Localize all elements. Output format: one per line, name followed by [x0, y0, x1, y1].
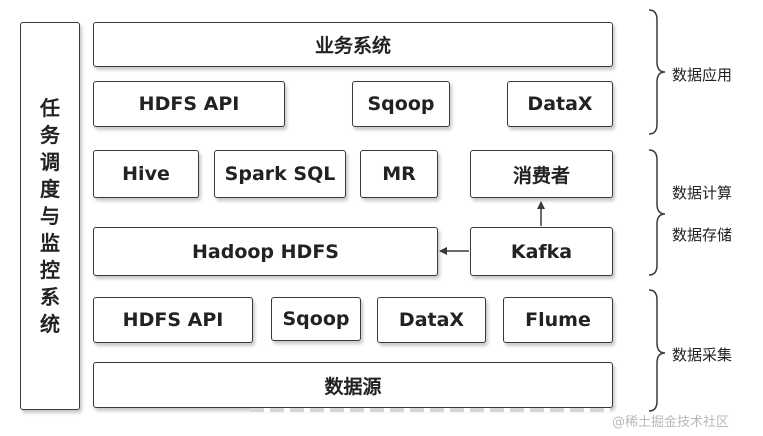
app-hdfs-api-label: HDFS API	[138, 93, 240, 115]
collect-datax-box: DataX	[377, 297, 486, 343]
business-system-box: 业务系统	[93, 22, 613, 67]
sidebar-char: 统	[40, 311, 60, 336]
app-datax-label: DataX	[527, 93, 593, 115]
consumer-label: 消费者	[512, 164, 570, 187]
consumer-box: 消费者	[470, 150, 613, 198]
hadoop-hdfs-label: Hadoop HDFS	[192, 240, 339, 263]
app-sqoop-label: Sqoop	[367, 93, 435, 115]
collect-datax-label: DataX	[398, 309, 465, 331]
spark-sql-label: Spark SQL	[224, 163, 336, 185]
data-source-box: 数据源	[93, 362, 613, 408]
task-scheduling-monitoring-box: 任 务 调 度 与 监 控 系 统	[20, 22, 80, 410]
kafka-box: Kafka	[470, 227, 613, 276]
spark-sql-box: Spark SQL	[214, 150, 346, 198]
brace-data-application	[648, 9, 666, 135]
collect-sqoop-box: Sqoop	[271, 297, 361, 341]
dashed-bleed-line	[250, 408, 610, 412]
sidebar-char: 监	[40, 230, 60, 255]
app-sqoop-box: Sqoop	[352, 81, 450, 127]
kafka-label: Kafka	[510, 240, 573, 263]
hadoop-hdfs-box: Hadoop HDFS	[93, 227, 438, 276]
app-datax-box: DataX	[507, 81, 613, 127]
sidebar-char: 系	[40, 284, 60, 309]
watermark: @稀土掘金技术社区	[612, 415, 730, 430]
collect-hdfs-api-box: HDFS API	[93, 297, 253, 343]
brace-data-compute-storage	[648, 149, 666, 276]
hive-label: Hive	[122, 163, 170, 185]
sidebar-char: 调	[40, 149, 60, 174]
collect-hdfs-api-label: HDFS API	[122, 309, 224, 331]
sidebar-char: 任	[40, 95, 60, 120]
sidebar-char: 与	[40, 203, 60, 228]
label-data-collection: 数据采集	[672, 346, 733, 364]
brace-data-collection	[648, 289, 666, 412]
mr-label: MR	[382, 163, 416, 185]
collect-sqoop-label: Sqoop	[282, 308, 350, 330]
label-data-application: 数据应用	[672, 66, 733, 84]
label-data-storage: 数据存储	[672, 226, 733, 244]
label-data-compute: 数据计算	[672, 184, 733, 202]
hive-box: Hive	[93, 150, 199, 198]
data-source-label: 数据源	[324, 375, 382, 398]
sidebar-char: 度	[40, 176, 60, 201]
sidebar-char: 控	[40, 257, 60, 282]
mr-box: MR	[360, 150, 438, 198]
flume-label: Flume	[525, 309, 591, 331]
app-hdfs-api-box: HDFS API	[93, 81, 285, 127]
business-system-label: 业务系统	[314, 35, 391, 57]
flume-box: Flume	[503, 297, 613, 343]
sidebar-char: 务	[40, 122, 60, 147]
